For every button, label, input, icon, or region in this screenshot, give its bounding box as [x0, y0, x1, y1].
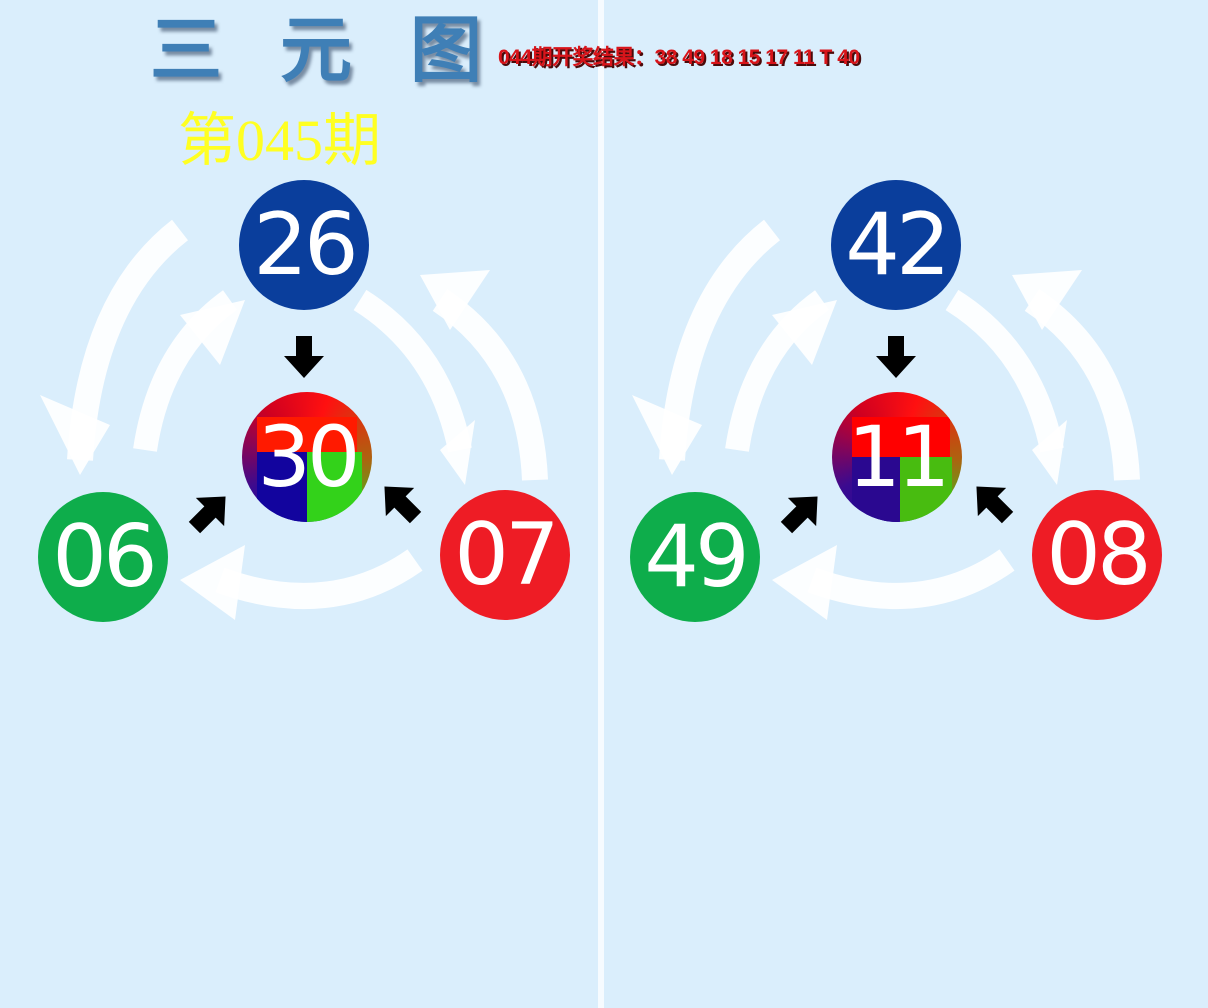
cycle-arrows-icon	[40, 219, 548, 620]
arrow-up-left-icon	[970, 480, 1014, 528]
ball-center: 30	[242, 392, 372, 522]
ball-center-number: 30	[257, 408, 361, 506]
title-char-2: 元	[280, 7, 411, 92]
issue-label: 第045期	[178, 108, 382, 173]
panel-divider	[598, 0, 604, 1008]
page-title: 三元图	[150, 14, 540, 86]
cycle-arrows-icon	[632, 219, 1140, 620]
ball-center: 11	[832, 392, 962, 522]
ball-top: 26	[239, 180, 369, 310]
title-char-3: 图	[410, 7, 541, 92]
ball-left: 49	[630, 492, 760, 622]
ball-center-number: 11	[847, 408, 951, 506]
ball-right: 07	[440, 490, 570, 620]
arrow-up-right-icon	[188, 490, 232, 538]
ball-top: 42	[831, 180, 961, 310]
title-char-1: 三	[150, 7, 281, 92]
arrow-down-icon	[874, 336, 918, 384]
last-draw-result: 044期开奖结果：38 49 18 15 17 11 T 40	[498, 46, 860, 69]
diagram-left: 26 30 06 07	[30, 180, 590, 640]
ball-right: 08	[1032, 490, 1162, 620]
ball-left: 06	[38, 492, 168, 622]
arrow-down-icon	[282, 336, 326, 384]
arrow-up-right-icon	[780, 490, 824, 538]
arrow-up-left-icon	[378, 480, 422, 528]
diagram-right: 42 11 49 08	[622, 180, 1182, 640]
